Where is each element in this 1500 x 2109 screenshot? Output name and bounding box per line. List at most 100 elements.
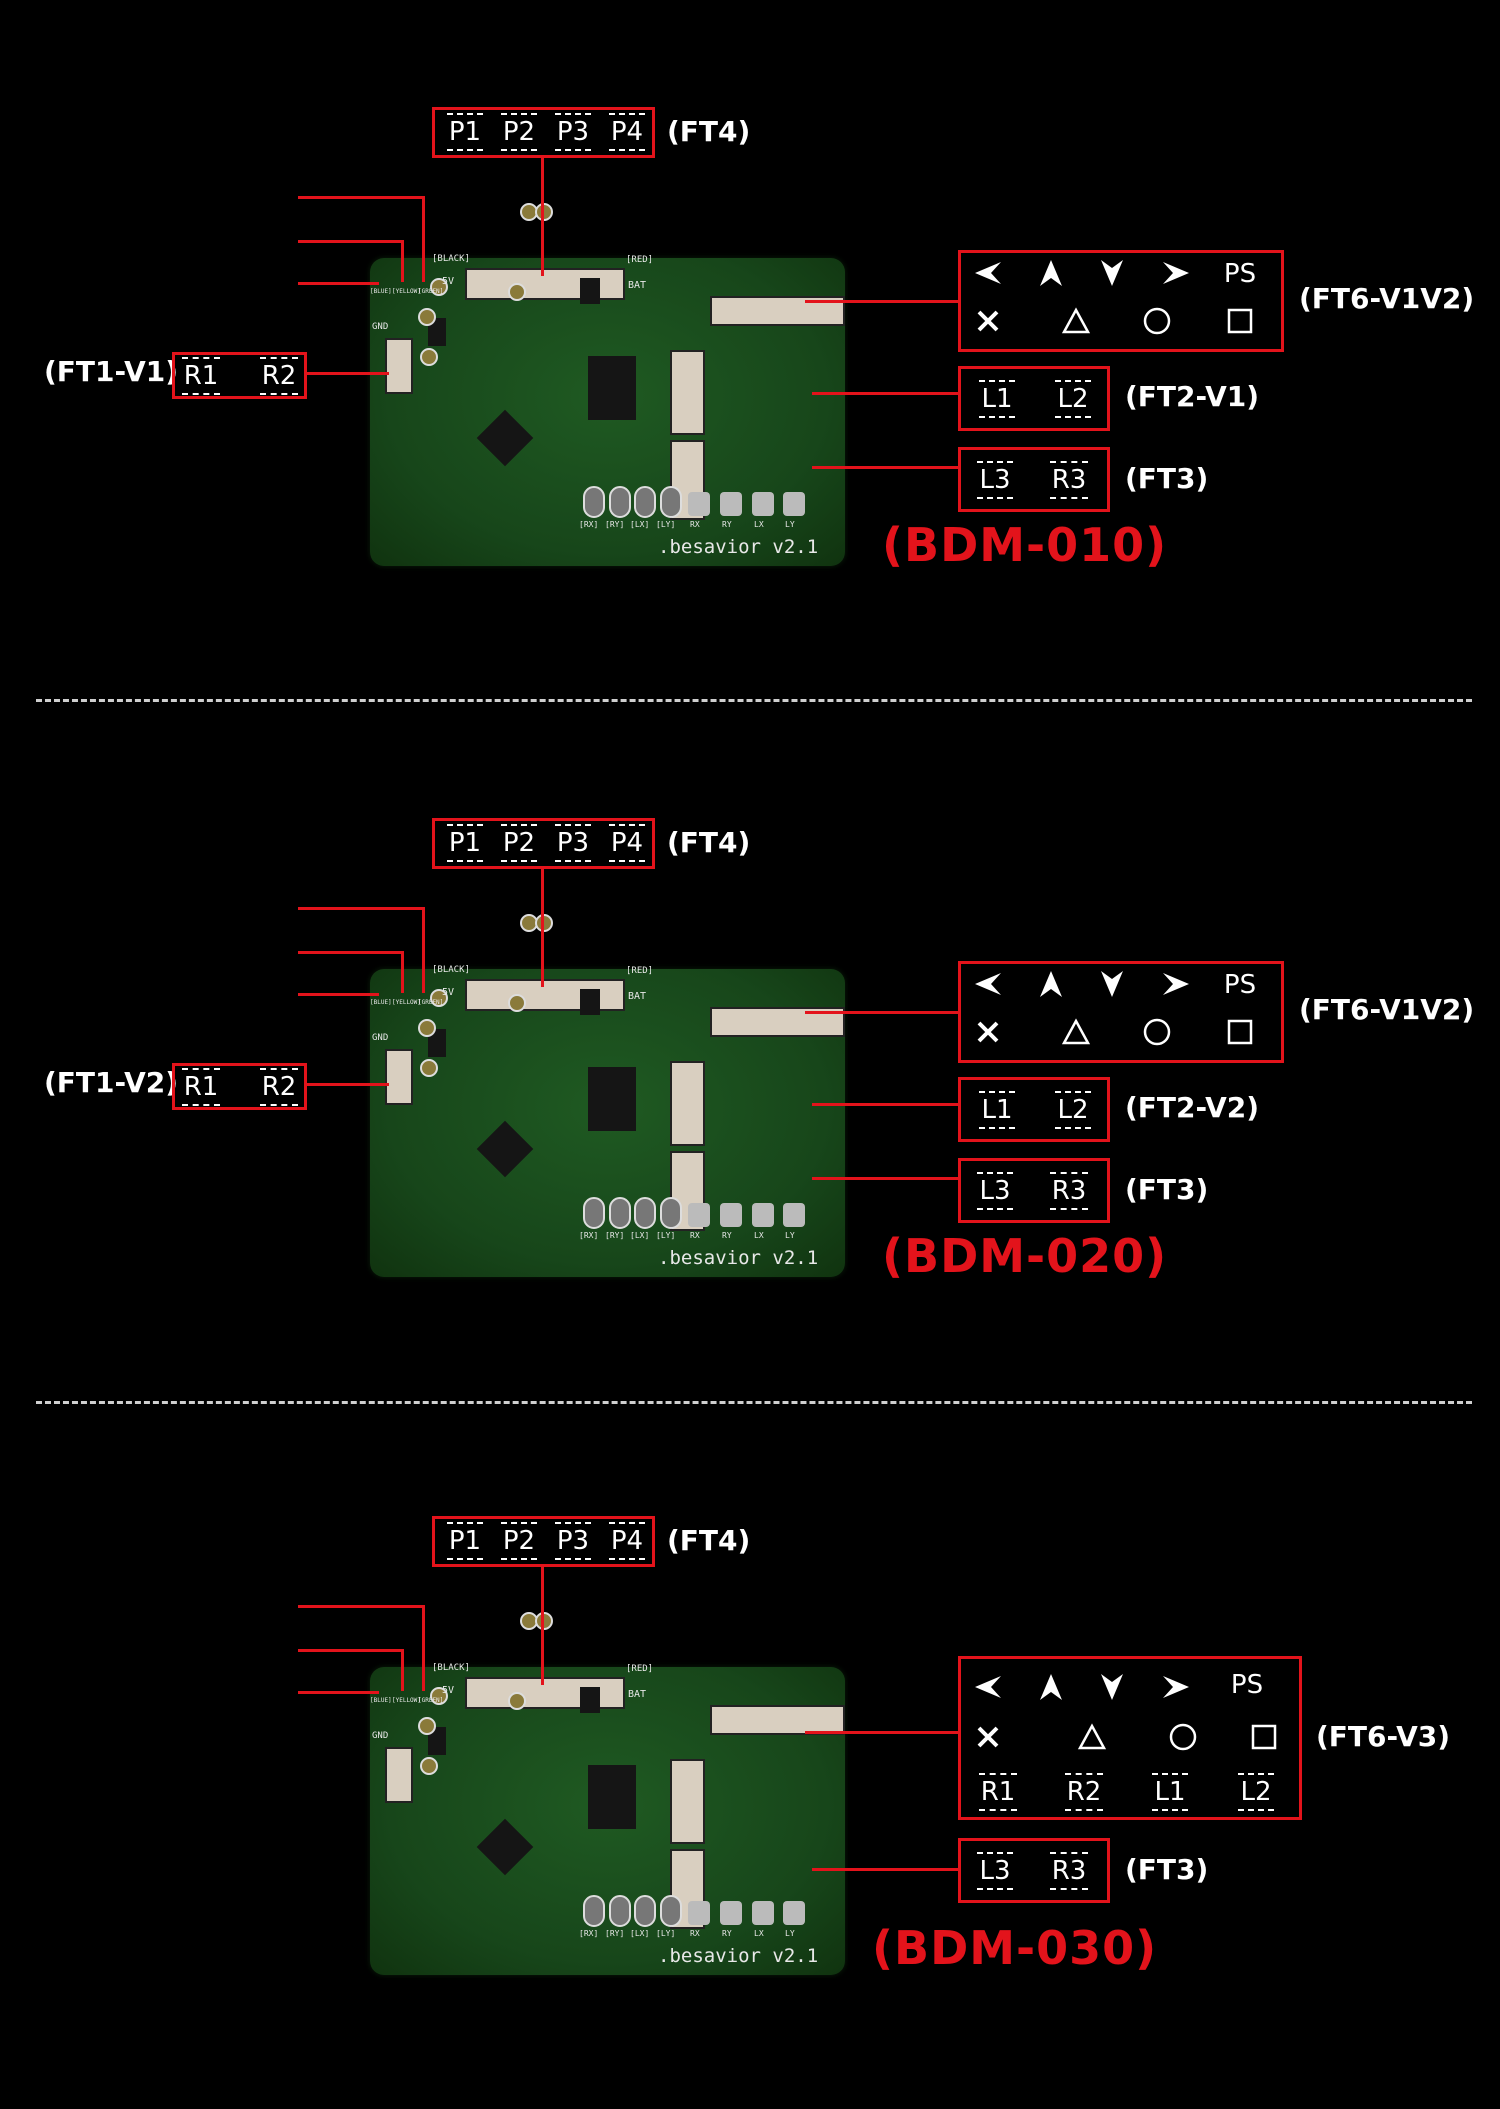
solder-jumper: [660, 1197, 682, 1229]
silk-jumper-label: [LY]: [656, 520, 676, 529]
silk-jumper-label: [RY]: [605, 520, 625, 529]
silk-blue: [BLUE]: [370, 999, 392, 1006]
silk-pot-label: RX: [690, 1231, 700, 1240]
trim-pot: [783, 1203, 805, 1227]
ft1-leader: [307, 372, 389, 375]
square-icon: [1227, 1019, 1253, 1045]
ft1-label: (FT1-V2): [44, 1066, 179, 1099]
silk-jumper-label: [RY]: [605, 1929, 625, 1938]
silk-yellow: [YELLOW]: [392, 1697, 421, 1704]
ft6-label: (FT6-V3): [1316, 1720, 1451, 1753]
ft6-connector: [710, 1705, 845, 1735]
button-label: L3: [970, 1168, 1020, 1214]
ft6-leader: [805, 300, 958, 303]
button-label: L3: [970, 1848, 1020, 1894]
button-label: P1: [440, 820, 490, 866]
solder-jumper: [634, 1197, 656, 1229]
menu-icon: [262, 979, 294, 1011]
leader-line: [298, 240, 404, 243]
board-name: .besavior v2.1: [658, 1247, 819, 1269]
silk-black: [BLACK]: [432, 965, 470, 975]
silk-red: [RED]: [626, 1664, 654, 1674]
button-label: L3: [970, 457, 1020, 503]
circle-icon: [1143, 1018, 1171, 1046]
solder-jumper: [660, 486, 682, 518]
ft4-label: (FT4): [667, 826, 751, 859]
silk-jumper-label: [RX]: [579, 1231, 599, 1240]
solder-jumper: [634, 486, 656, 518]
button-label: P1: [440, 109, 490, 155]
silk-black: [BLACK]: [432, 254, 470, 264]
silk-jumper-label: [RX]: [579, 1929, 599, 1938]
leader-line: [422, 1605, 425, 1691]
left-arrow-icon: [975, 262, 1001, 284]
square-icon: [1227, 308, 1253, 334]
ic-chip: [588, 1765, 636, 1829]
ft2-connector: [670, 350, 705, 435]
triangle-icon: [1061, 1018, 1091, 1045]
down-arrow-icon: [1101, 260, 1123, 286]
ft2-label: (FT2-V1): [1125, 380, 1260, 413]
left-arrow-icon: [975, 1676, 1001, 1698]
triangle-icon: [1061, 307, 1091, 334]
ft3-leader: [812, 466, 958, 469]
mcu-chip: [476, 1818, 534, 1876]
button-label: L2: [1048, 376, 1098, 422]
trim-pot: [688, 492, 710, 516]
mcu-chip: [476, 409, 534, 467]
touch-icon: [262, 1634, 294, 1666]
silk-pot-label: LY: [785, 1929, 795, 1938]
via-pad: [418, 1717, 436, 1735]
via-pad: [535, 1612, 553, 1630]
solder-jumper: [583, 1895, 605, 1927]
leader-line: [298, 1605, 425, 1608]
silk-pot-label: RX: [690, 520, 700, 529]
silk-5v: 5V: [442, 987, 455, 998]
silk-jumper-label: [LY]: [656, 1231, 676, 1240]
via-pad: [535, 203, 553, 221]
silk-pot-label: RY: [722, 520, 732, 529]
board-name: .besavior v2.1: [658, 1945, 819, 1967]
silk-pot-label: LX: [754, 520, 764, 529]
menu-icon: [262, 268, 294, 300]
button-label: P1: [440, 1518, 490, 1564]
ft2-connector: [670, 1061, 705, 1146]
leader-line: [298, 907, 425, 910]
right-arrow-icon: [1163, 1676, 1189, 1698]
right-arrow-icon: [1163, 973, 1189, 995]
via-pad: [535, 914, 553, 932]
section-divider: [36, 1401, 1472, 1404]
ft3-box: [958, 447, 1110, 512]
ft3-label: (FT3): [1125, 462, 1209, 495]
leader-line: [298, 1649, 404, 1652]
trim-pot: [752, 1203, 774, 1227]
ft1-connector: [385, 338, 413, 394]
silk-green: [GREEN]: [418, 1697, 444, 1704]
left-arrow-icon: [975, 973, 1001, 995]
silk-pot-label: LY: [785, 520, 795, 529]
ft2-box: [958, 1077, 1110, 1142]
ft3-box: [958, 1838, 1110, 1903]
button-label: P4: [602, 1518, 652, 1564]
button-label: L2: [1231, 1769, 1281, 1815]
silk-red: [RED]: [626, 966, 654, 976]
button-label: P4: [602, 109, 652, 155]
ft2-label: (FT2-V2): [1125, 1091, 1260, 1124]
cross-icon: [977, 310, 999, 332]
ft6-box: [958, 961, 1284, 1063]
silk-bat: BAT: [628, 1689, 647, 1700]
right-arrow-icon: [1163, 262, 1189, 284]
trim-pot: [720, 492, 742, 516]
silk-bat: BAT: [628, 280, 647, 291]
leader-line: [422, 196, 425, 282]
solder-jumper: [583, 486, 605, 518]
button-label: R1: [176, 1064, 226, 1110]
leader-line: [401, 951, 404, 993]
silk-yellow: [YELLOW]: [392, 288, 421, 295]
ft4-connector: [465, 1677, 625, 1709]
ft1-box: [172, 352, 307, 399]
ft1-connector: [385, 1049, 413, 1105]
ft3-label: (FT3): [1125, 1173, 1209, 1206]
